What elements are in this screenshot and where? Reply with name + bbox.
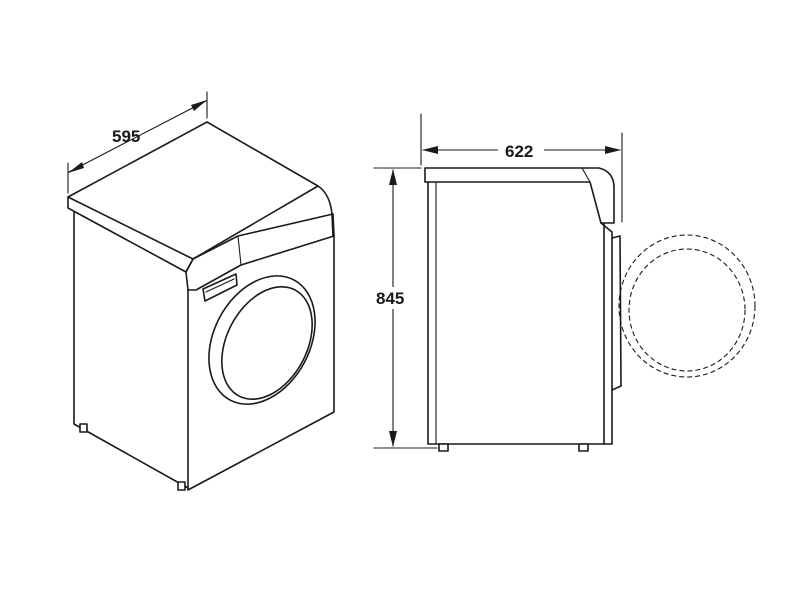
side-body bbox=[427, 181, 605, 445]
width-arrow-left bbox=[68, 162, 84, 173]
height-arrow-top bbox=[389, 169, 397, 185]
open-door-outer-dashed bbox=[618, 234, 756, 378]
side-top-slab-detail bbox=[581, 167, 591, 183]
machine-left-side bbox=[73, 211, 189, 489]
height-arrow-bottom bbox=[389, 431, 397, 447]
open-door-inner-dashed bbox=[628, 248, 746, 372]
side-view: 622 845 bbox=[373, 113, 756, 452]
height-label-bg bbox=[373, 287, 413, 309]
machine-top-surface bbox=[67, 121, 319, 260]
machine-top-right-rim bbox=[317, 185, 334, 237]
door-glass bbox=[221, 285, 313, 401]
depth-arrow-left bbox=[422, 146, 438, 154]
side-top-slab bbox=[424, 167, 615, 224]
depth-arrow-right bbox=[605, 146, 621, 154]
height-label: 845 bbox=[376, 289, 404, 308]
perspective-view: 595 bbox=[67, 91, 335, 491]
machine-front-face bbox=[187, 235, 335, 491]
width-label: 595 bbox=[112, 127, 140, 146]
control-panel-edge bbox=[237, 235, 242, 266]
depth-label-bg bbox=[498, 139, 544, 161]
depth-label: 622 bbox=[505, 142, 533, 161]
side-foot-front bbox=[578, 443, 589, 452]
display-window-icon bbox=[202, 273, 238, 302]
side-foot-rear bbox=[438, 443, 449, 452]
width-arrow-right bbox=[191, 100, 207, 111]
front-foot-left bbox=[79, 423, 88, 433]
width-dimension-line bbox=[68, 100, 207, 173]
side-door-panel bbox=[600, 222, 613, 445]
display-window-inner bbox=[205, 278, 235, 293]
door-outer-ring bbox=[208, 275, 316, 405]
control-panel bbox=[185, 213, 335, 291]
front-foot-right bbox=[177, 481, 186, 491]
side-door-hinge bbox=[611, 235, 622, 391]
